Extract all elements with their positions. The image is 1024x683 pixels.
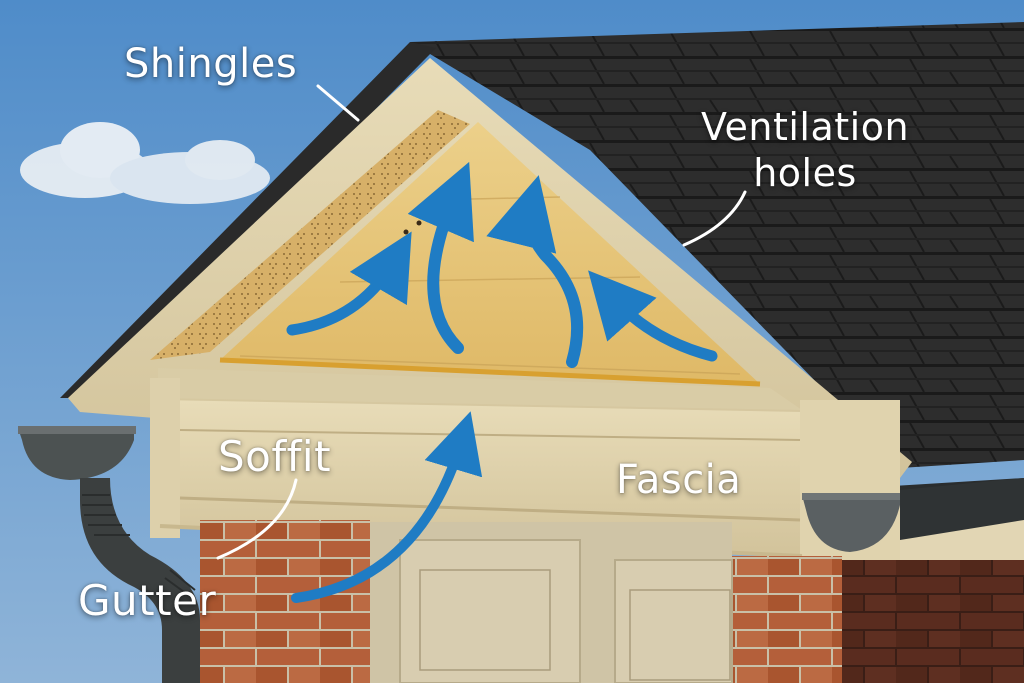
airflow-arrow [291, 411, 483, 603]
soffit-leader [216, 478, 298, 560]
brick-pillar-left [200, 520, 370, 683]
airflow-arrow [588, 270, 718, 362]
gutter-right [802, 478, 1024, 552]
label-ventilation-line2: holes [753, 151, 857, 195]
label-fascia: Fascia [616, 457, 742, 503]
brick-pillar-right [732, 556, 842, 683]
shingles-leader [316, 84, 360, 122]
leader-lines [216, 84, 747, 560]
gutter-left [18, 426, 200, 683]
ventilation-hole [403, 229, 409, 235]
label-gutter: Gutter [78, 576, 217, 625]
airflow-arrow [486, 175, 584, 368]
airflow-arrow [407, 161, 474, 354]
downspout [80, 478, 200, 683]
airflow-arrows [286, 161, 718, 603]
soffit-vent-strip [150, 110, 470, 360]
label-ventilation-holes: Ventilation holes [690, 104, 920, 196]
shingles [410, 22, 1024, 468]
garage-door [370, 522, 733, 683]
cloud [20, 122, 270, 204]
ventilation-hole [416, 220, 422, 226]
airflow-arrow [286, 231, 412, 336]
fascia-board [160, 400, 802, 556]
label-shingles: Shingles [124, 41, 298, 87]
label-ventilation-line1: Ventilation [700, 105, 910, 149]
label-soffit: Soffit [218, 432, 332, 481]
ventilation-leader [682, 190, 747, 247]
